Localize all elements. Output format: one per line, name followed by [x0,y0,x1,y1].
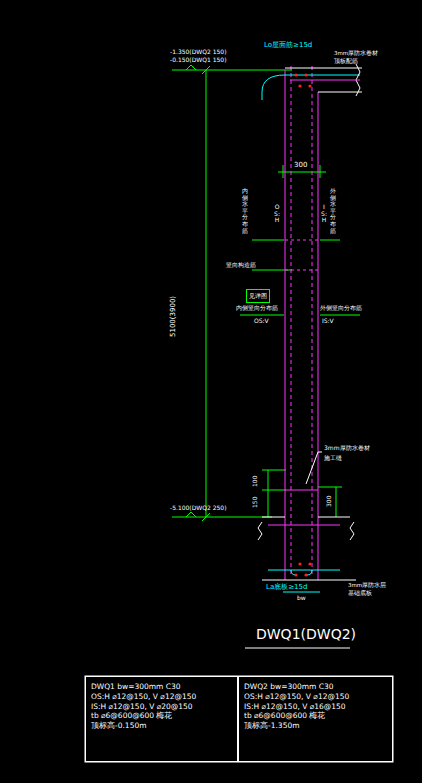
drawing-label: 3mm厚防水卷材 [334,50,378,56]
drawing-label: OS:V [254,318,269,325]
drawing-label: -1.350(DWQ2 150) [170,49,226,56]
node-text: OS:H ⌀12@150, V ⌀12@150 [244,692,387,702]
drawing-label: 外侧竖向分布筋 [320,305,362,312]
drawing-label: 150 [252,497,259,508]
drawing-label: La底板≥15d [266,584,307,592]
drawing-label: 竖向构造筋 [226,262,256,269]
node-text: 见详图 [249,292,267,300]
rebar-note: 内侧水平分布筋 [242,188,248,234]
rebar-note: 外侧水平分布筋 [330,188,336,234]
drawing-label: 基础底板 [348,590,372,596]
rebar-note: OS:H [274,204,280,224]
drawing-label: 顶板配筋 [334,58,358,64]
node-text: IS:H ⌀12@150, V ⌀16@150 [244,702,387,712]
detail-tag: 见详图 [246,289,270,303]
node-text: OS:H ⌀12@150, V ⌀12@150 [91,692,232,702]
drawing-label: 100 [252,476,259,487]
drawing-label: bw [297,595,306,602]
drawing-label: 内侧竖向分布筋 [236,305,278,312]
drawing-label: 施工缝 [324,455,342,462]
node-text: 顶标高-1.350m [244,721,387,731]
spec-cell: DWQ1 bw=300mm C30OS:H ⌀12@150, V ⌀12@150… [85,676,238,762]
node-text: 顶标高-0.150m [91,721,232,731]
spec-cell: DWQ2 bw=300mm C30OS:H ⌀12@150, V ⌀12@150… [238,676,393,762]
drawing-label: 300 [294,162,307,170]
drawing-label: 3mm厚防水卷材 [324,445,370,452]
drawing-label: Lo屋面筋≥15d [264,42,312,50]
drawing-label: 5100(3900) [170,296,178,337]
drawing-label: 3mm厚防水层 [348,582,386,588]
node-text: tb ⌀6@600@600 梅花 [91,711,232,721]
drawing-label: -0.150(DWQ1 150) [170,57,226,64]
drawing-label: IS:V [322,318,334,325]
node-text: tb ⌀6@600@600 梅花 [244,711,387,721]
drawing-title: DWQ1(DWQ2) [256,627,356,642]
node-text: DWQ1 bw=300mm C30 [91,682,232,692]
node-text: DWQ2 bw=300mm C30 [244,682,387,692]
drawing-label: -5.100(DWQ2 250) [170,505,226,512]
drawing-label: 300 [326,496,333,507]
rebar-note: IS:H [321,204,327,224]
node-text: IS:H ⌀12@150, V ⌀20@150 [91,702,232,712]
